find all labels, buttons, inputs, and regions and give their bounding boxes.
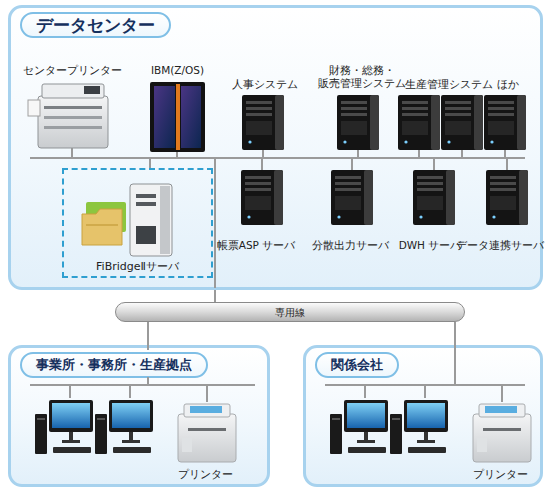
highlight-box: FiBridgeⅡサーバ <box>62 168 213 278</box>
drop-line <box>206 385 208 402</box>
drop-line <box>71 148 73 158</box>
server-symbol <box>441 95 483 150</box>
device-node: センタープリンター <box>22 64 122 156</box>
node-label: IBM(Z/OS) <box>140 64 215 77</box>
panel-heading: データセンター <box>20 12 171 38</box>
site-panel: 関係会社プリンター <box>303 345 543 487</box>
tower-drive <box>136 202 156 206</box>
fibridge-symbol <box>82 184 172 256</box>
drop-line <box>176 152 178 158</box>
node-label: プリンター <box>165 468 245 481</box>
node-label: データ連携サーバ <box>456 239 542 252</box>
printer-paper <box>28 100 40 116</box>
server-symbol <box>484 95 526 150</box>
folder-back <box>86 202 126 232</box>
trunk-line <box>454 345 456 385</box>
printer-panel <box>84 86 100 94</box>
drop-line <box>424 385 426 398</box>
site-panel: 事業所・事務所・生産拠点プリンター <box>8 345 270 487</box>
center-printer-symbol <box>28 84 108 148</box>
node-label: 生産管理システム ほか <box>392 78 532 91</box>
printer-symbol <box>473 404 531 462</box>
network-connector <box>454 322 456 345</box>
drop-line <box>506 158 508 170</box>
drop-line <box>149 158 151 168</box>
node-label: 分散出力サーバ <box>306 239 394 252</box>
drop-line <box>501 385 503 402</box>
device-node: プリンター <box>165 395 245 481</box>
node-label: プリンター <box>460 468 540 481</box>
device-node: 分散出力サーバ <box>306 168 394 252</box>
printer-tray <box>44 106 102 109</box>
drop-line <box>261 158 263 170</box>
trunk-line <box>147 377 149 385</box>
drop-line <box>262 150 264 158</box>
tower-body <box>130 184 172 256</box>
printer-tray <box>44 116 102 119</box>
node-label: センタープリンター <box>22 64 122 77</box>
leased-line-band: 専用線 <box>115 302 465 322</box>
printer-body <box>38 96 108 148</box>
device-node: 帳票ASP サーバ <box>214 168 298 252</box>
drop-line <box>351 158 353 170</box>
network-bus <box>30 384 255 386</box>
mainframe-body <box>150 82 205 152</box>
drop-line <box>504 150 506 158</box>
printer-scanner <box>42 84 104 98</box>
device-node: プリンター <box>460 395 540 481</box>
server-symbol <box>413 170 455 225</box>
mainframe-symbol <box>150 82 205 152</box>
tower-side <box>160 186 170 254</box>
drop-line <box>418 150 420 158</box>
device-node: データ連携サーバ <box>456 168 542 252</box>
server-symbol <box>337 95 379 150</box>
drop-line <box>69 385 71 398</box>
pc-symbol <box>95 400 153 454</box>
printer-tray <box>44 126 102 129</box>
folder-line <box>86 224 118 226</box>
server-symbol <box>486 170 528 225</box>
node-label: FiBridgeⅡサーバ <box>64 260 211 273</box>
device-node: IBM(Z/OS) <box>140 64 215 156</box>
server-symbol <box>331 170 373 225</box>
folder-front <box>82 209 122 245</box>
device-node: 財務・総務・ 販売管理システム <box>312 64 412 154</box>
site-panel: データセンターセンタープリンター IBM(Z/OS) 人事システム財務・総務・ 販売… <box>8 5 543 290</box>
trunk-line <box>147 345 149 350</box>
server-symbol <box>242 95 284 150</box>
drop-line <box>357 150 359 158</box>
mainframe-stripe <box>176 84 180 150</box>
device-node: 人事システム <box>222 78 307 154</box>
server-symbol <box>241 170 283 225</box>
node-label: 専用線 <box>116 306 464 319</box>
panel-heading: 関係会社 <box>315 352 399 378</box>
tower-panel <box>136 226 156 244</box>
drop-line <box>433 158 435 170</box>
tower-drive <box>136 194 156 198</box>
drop-line <box>461 150 463 158</box>
pc-symbol <box>35 400 93 454</box>
node-label: 財務・総務・ 販売管理システム <box>312 64 412 90</box>
drop-line <box>129 385 131 398</box>
network-bus <box>325 384 525 386</box>
mainframe-panel <box>154 86 175 148</box>
network-bus <box>30 157 525 159</box>
server-symbol <box>398 95 440 150</box>
network-connector <box>214 290 216 302</box>
pc-symbol <box>330 400 388 454</box>
node-label: 帳票ASP サーバ <box>214 239 298 252</box>
trunk-line <box>214 158 216 288</box>
node-label: 人事システム <box>222 78 307 91</box>
mainframe-panel <box>181 86 201 148</box>
device-node: 生産管理システム ほか <box>392 78 532 154</box>
drop-line <box>364 385 366 398</box>
pc-symbol <box>390 400 448 454</box>
network-connector <box>147 322 149 345</box>
printer-symbol <box>178 404 236 462</box>
panel-heading: 事業所・事務所・生産拠点 <box>20 352 208 378</box>
